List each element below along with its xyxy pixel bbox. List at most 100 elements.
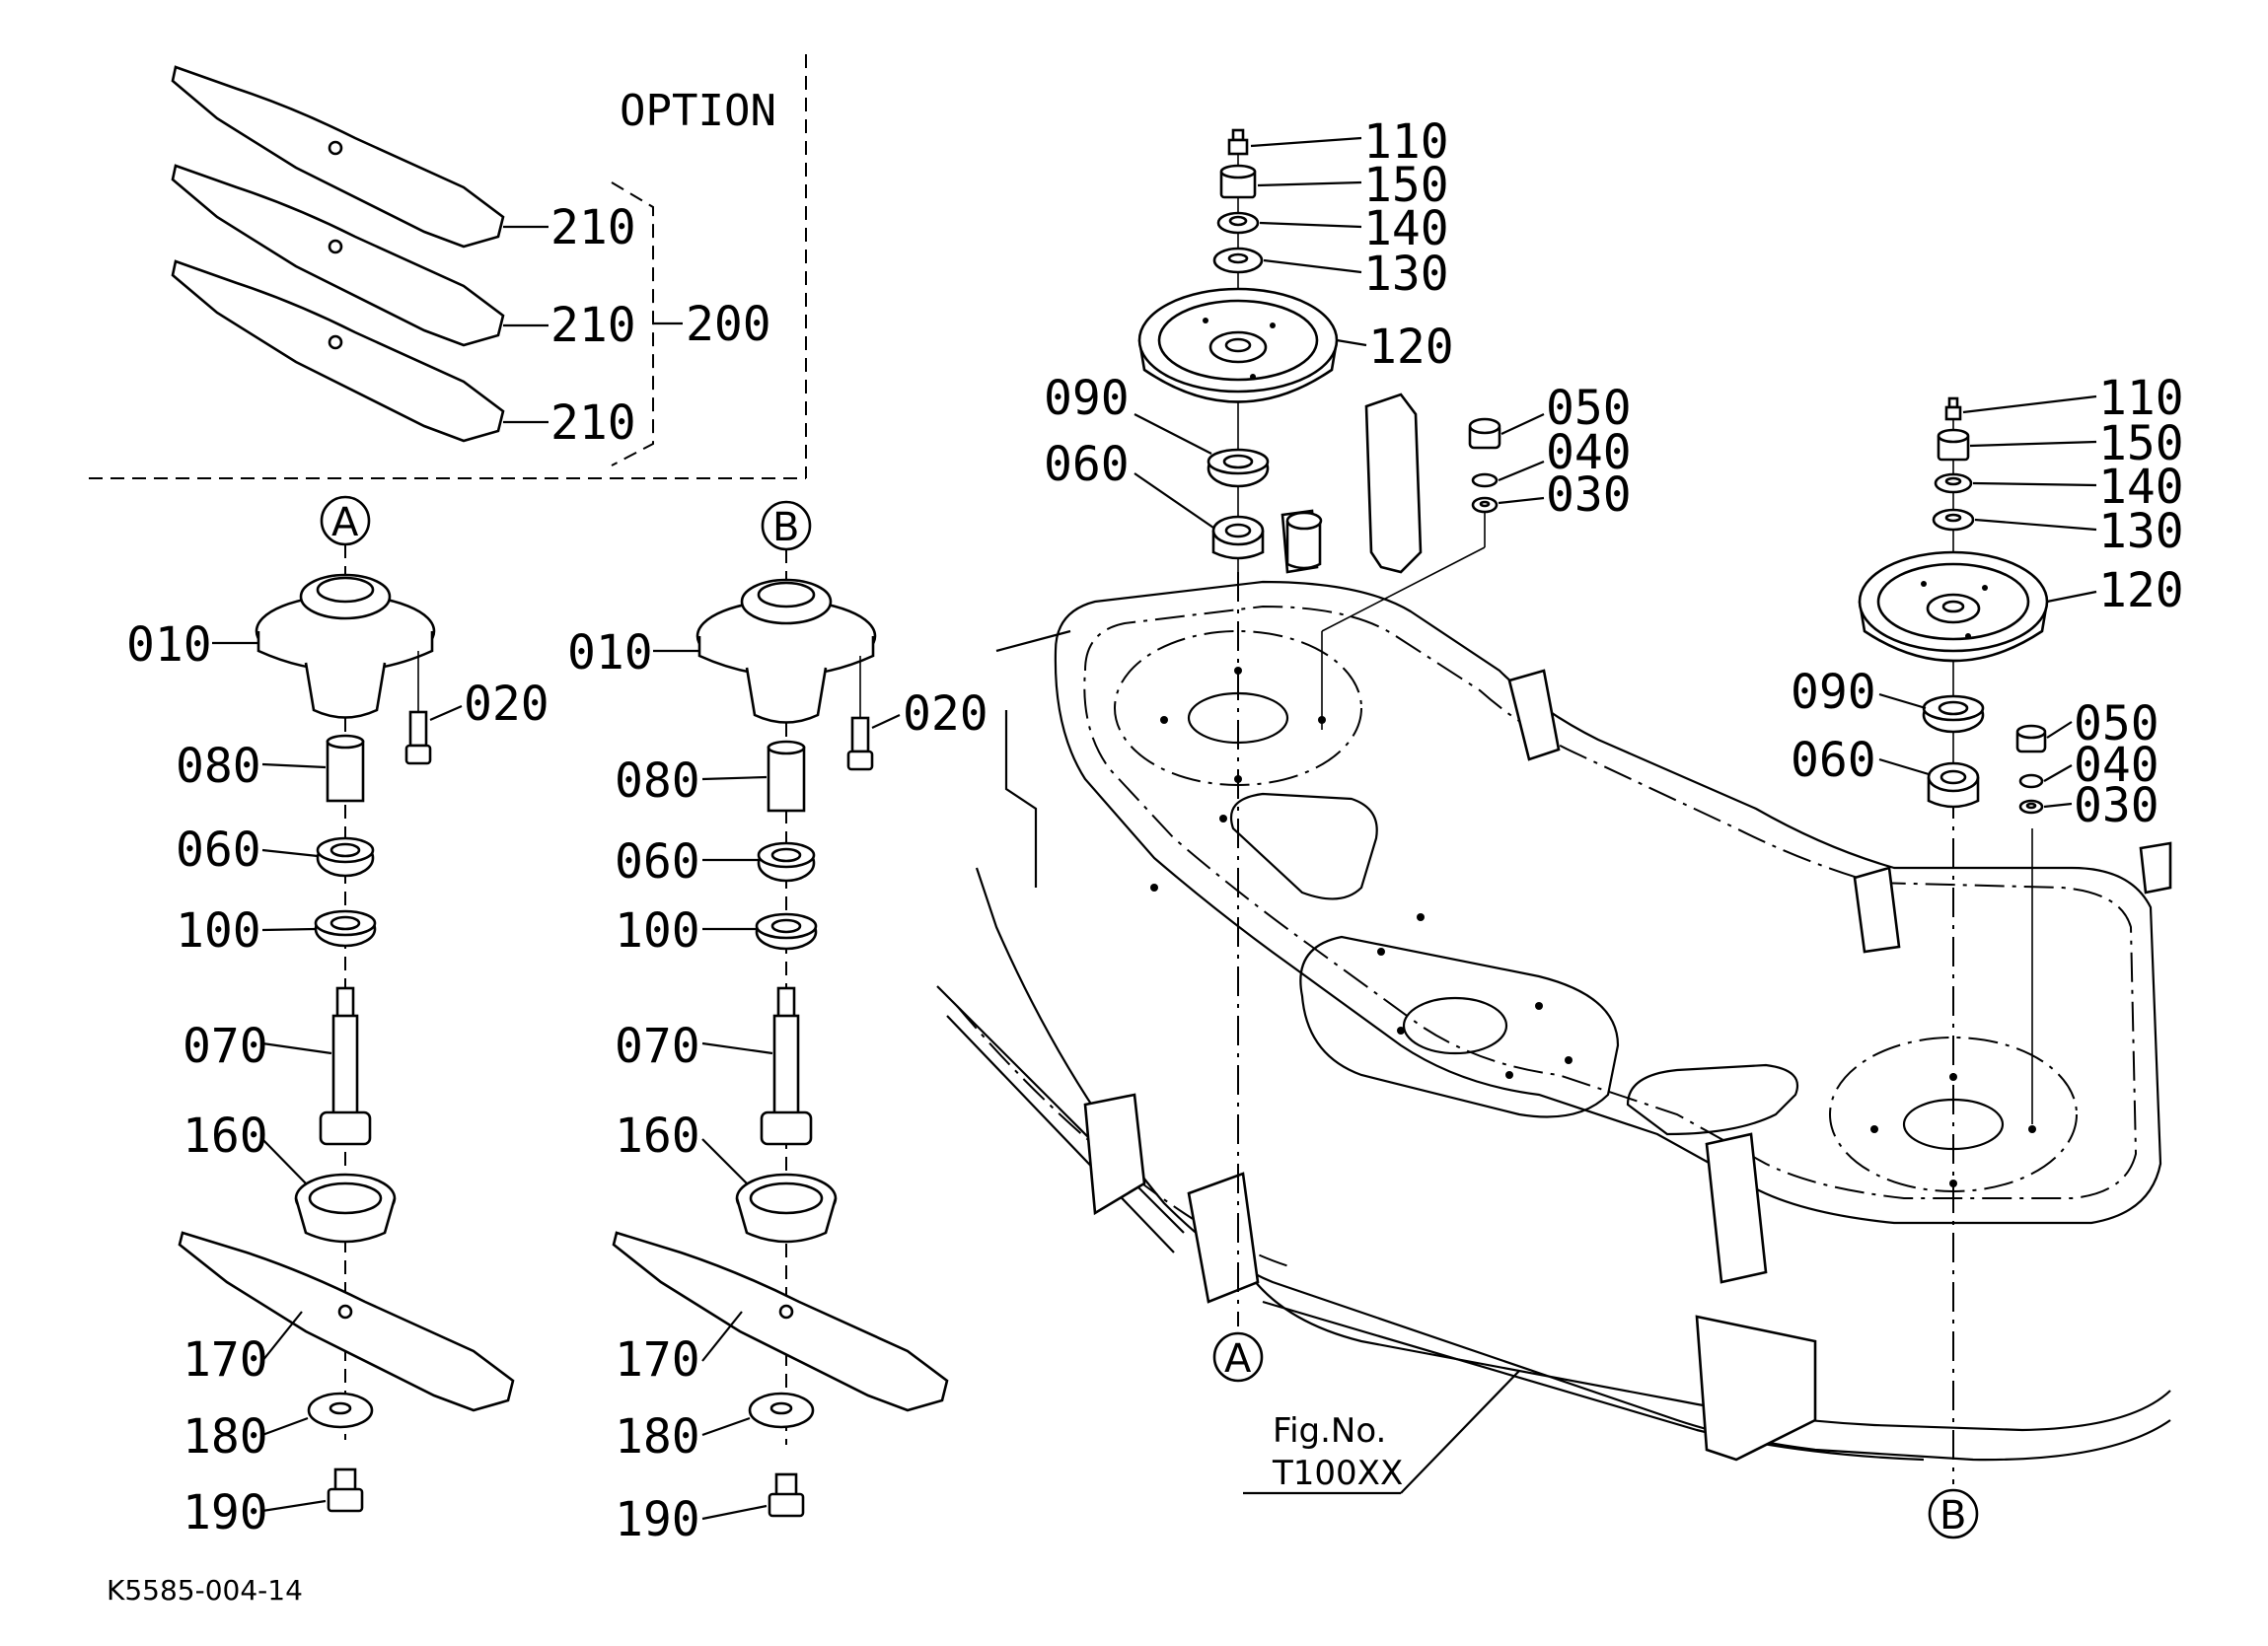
spacer	[767, 740, 806, 813]
label-a-100: 100	[176, 903, 261, 959]
drive-pulley	[1137, 287, 1339, 403]
label-b-080: 080	[615, 753, 700, 809]
label-option-200: 200	[686, 297, 771, 352]
label-pr-030: 030	[2074, 778, 2159, 833]
bolt	[404, 710, 432, 765]
label-pr-120: 120	[2098, 563, 2184, 618]
label-pr-040: 040	[2074, 738, 2159, 793]
assembly-a-marker: A	[331, 500, 359, 545]
deck-marker-b: B	[1939, 1493, 1966, 1539]
label-pl-130: 130	[1363, 247, 1449, 302]
hardware-lock-washer	[2018, 773, 2044, 789]
hardware-nut	[2015, 724, 2047, 753]
bearing	[757, 841, 816, 883]
bearing	[316, 836, 375, 878]
pulley-nut	[1937, 428, 1970, 462]
label-b-190: 190	[615, 1492, 700, 1547]
label-a-010: 010	[126, 617, 212, 673]
pulley-stack-right: 110 150 140 130 120	[1791, 371, 2184, 833]
fig-no-label: Fig.No.	[1273, 1411, 1386, 1451]
pulley-seal	[1922, 694, 1985, 734]
label-pl-140: 140	[1363, 201, 1449, 256]
hardware-washer	[1471, 496, 1499, 514]
flat-washer	[1212, 247, 1264, 274]
blade-bolt	[327, 1467, 364, 1513]
label-pr-060: 060	[1791, 733, 1876, 788]
spindle-shaft	[319, 986, 372, 1146]
label-pr-090: 090	[1791, 665, 1876, 720]
option-blade	[171, 259, 505, 443]
label-a-190: 190	[183, 1485, 268, 1540]
assembly-b-marker: B	[772, 505, 799, 550]
bolt	[846, 716, 874, 771]
label-pr-150: 150	[2098, 416, 2184, 471]
flat-washer	[1932, 508, 1975, 532]
grease-fitting	[1944, 396, 1962, 421]
spindle-housing	[255, 573, 436, 719]
blade-washer	[307, 1392, 374, 1429]
label-a-070: 070	[183, 1019, 268, 1074]
pulley-bearing	[1927, 761, 1980, 809]
label-pl-040: 040	[1546, 425, 1632, 480]
mower-deck: A B Fig.No. T100XX	[936, 393, 2172, 1539]
label-b-060: 060	[615, 834, 700, 890]
label-b-170: 170	[615, 1332, 700, 1388]
seal	[314, 909, 377, 948]
pulley-nut	[1219, 164, 1257, 199]
spindle-assembly-a: A 010 020 080	[126, 495, 549, 1540]
label-option-210-c: 210	[550, 395, 636, 451]
label-a-080: 080	[176, 739, 261, 794]
hardware-lock-washer	[1471, 472, 1499, 488]
option-panel: OPTION 210 210 210 200	[89, 54, 807, 479]
blade-bolt	[768, 1472, 805, 1518]
label-pr-110: 110	[2098, 371, 2184, 426]
spacer	[326, 734, 365, 803]
drive-pulley	[1858, 550, 2049, 663]
label-b-160: 160	[615, 1109, 700, 1164]
option-blade	[171, 65, 505, 249]
spindle-assembly-b: B 010 020 080 060	[567, 500, 988, 1547]
pulley-seal	[1207, 448, 1270, 488]
label-pr-140: 140	[2098, 460, 2184, 515]
label-b-100: 100	[615, 903, 700, 959]
lock-washer	[1216, 211, 1260, 235]
label-pl-030: 030	[1546, 467, 1632, 523]
option-blade	[171, 164, 505, 347]
label-b-180: 180	[615, 1409, 700, 1465]
label-a-160: 160	[183, 1109, 268, 1164]
label-pl-150: 150	[1363, 158, 1449, 213]
blade-cup	[735, 1173, 838, 1244]
spindle-housing	[695, 578, 877, 724]
label-pl-120: 120	[1368, 320, 1454, 375]
label-a-060: 060	[176, 823, 261, 878]
label-option-210-b: 210	[550, 298, 636, 353]
drawing-code: K5585-004-14	[107, 1574, 303, 1607]
label-pl-050: 050	[1546, 381, 1632, 436]
pulley-bearing	[1211, 515, 1265, 560]
label-a-180: 180	[183, 1409, 268, 1465]
label-pr-050: 050	[2074, 696, 2159, 751]
label-a-020: 020	[464, 677, 549, 732]
grease-fitting	[1227, 128, 1249, 156]
pulley-stack-left: 110 150 140 130 120	[1044, 114, 1632, 632]
hardware-washer	[2018, 799, 2044, 815]
label-pr-130: 130	[2098, 504, 2184, 559]
option-title: OPTION	[620, 86, 776, 136]
hardware-nut	[1468, 417, 1501, 450]
spindle-shaft	[760, 986, 813, 1146]
lock-washer	[1934, 472, 1973, 494]
label-pl-060: 060	[1044, 437, 1130, 492]
label-a-170: 170	[183, 1332, 268, 1388]
label-b-070: 070	[615, 1019, 700, 1074]
label-pl-110: 110	[1363, 114, 1449, 170]
blade-washer	[748, 1392, 815, 1429]
label-b-020: 020	[903, 686, 988, 742]
blade-cup	[294, 1173, 397, 1244]
mower-blade	[178, 1231, 515, 1412]
fig-no-value: T100XX	[1272, 1454, 1403, 1493]
seal	[755, 912, 818, 951]
label-b-010: 010	[567, 625, 653, 680]
label-pl-090: 090	[1044, 371, 1130, 426]
mower-blade	[612, 1231, 949, 1412]
